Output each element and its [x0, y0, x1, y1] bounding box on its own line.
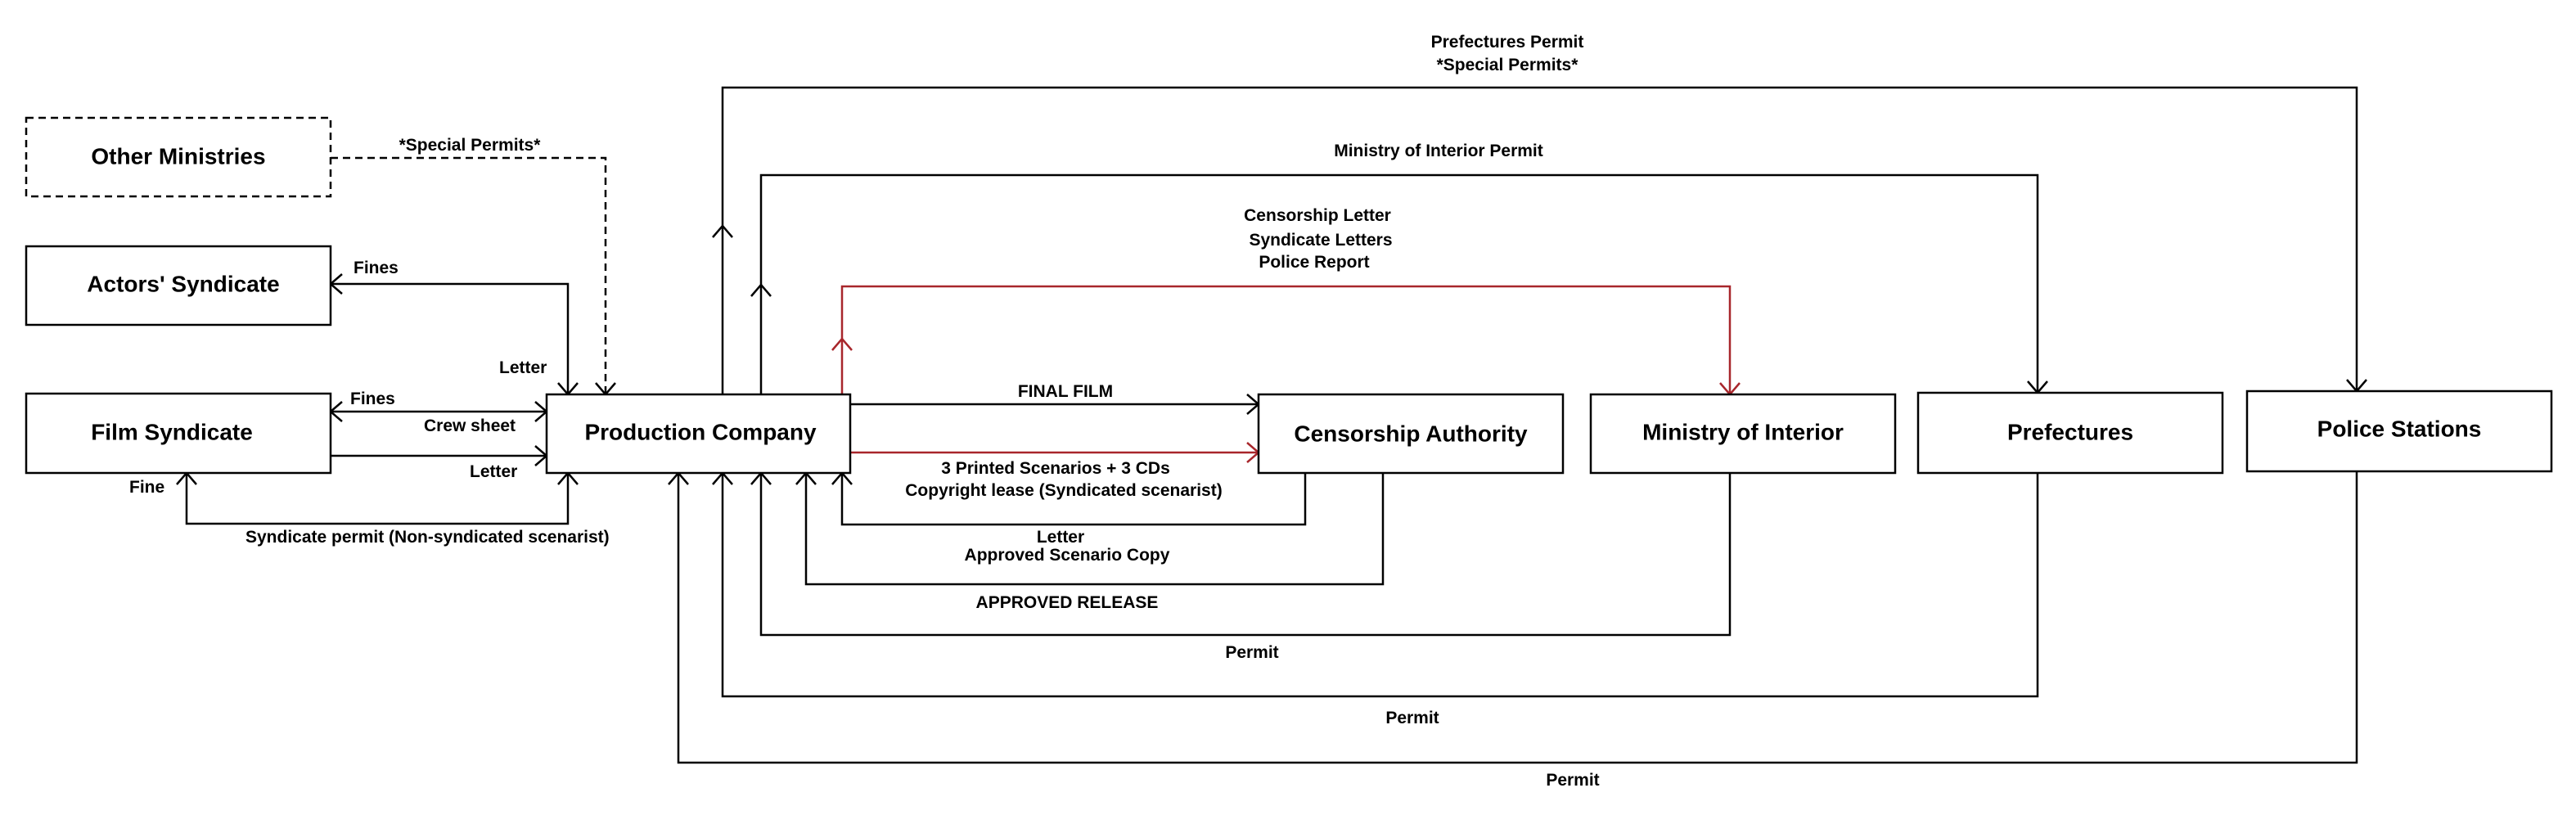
node-label: Police Stations — [2317, 416, 2482, 441]
label-fine: Fine — [129, 478, 164, 497]
node-film-syndicate[interactable]: Film Syndicate — [25, 392, 332, 475]
edge-ministry-interior-permit — [759, 173, 2039, 394]
label-approved-scenario-copy: Approved Scenario Copy — [965, 546, 1170, 565]
label-approved-release: APPROVED RELEASE — [976, 593, 1159, 612]
node-actors-syndicate[interactable]: Actors' Syndicate — [25, 245, 332, 326]
edge-prefectures-permit-return — [721, 473, 2039, 698]
node-label: Film Syndicate — [91, 419, 253, 444]
edge-labels: Prefectures Permit *Special Permits* Min… — [129, 33, 1600, 790]
label-ministry-interior-permit: Ministry of Interior Permit — [1334, 142, 1543, 160]
edge-interior-permit-return — [759, 473, 1732, 637]
node-censorship-authority[interactable]: Censorship Authority — [1257, 393, 1565, 475]
node-ministry-of-interior[interactable]: Ministry of Interior — [1589, 393, 1897, 475]
label-permit-police: Permit — [1546, 771, 1599, 790]
edge-prefectures-special-permit — [721, 86, 2358, 394]
label-syndicate-permit: Syndicate permit (Non-syndicated scenari… — [245, 528, 610, 547]
label-censorship-letter: Censorship Letter — [1244, 206, 1391, 225]
node-label: Production Company — [584, 419, 817, 444]
edge-censorship-letter-approved-scenario — [840, 473, 1307, 526]
node-production-company[interactable]: Production Company — [545, 393, 852, 475]
label-printed-scenarios: 3 Printed Scenarios + 3 CDs — [941, 459, 1170, 478]
label-prefectures-permit: Prefectures Permit — [1431, 33, 1584, 52]
label-film-fines: Fines — [350, 389, 395, 408]
edge-police-permit-return — [677, 471, 2358, 764]
label-permit-prefectures: Permit — [1385, 709, 1439, 727]
node-other-ministries[interactable]: Other Ministries — [25, 116, 332, 198]
label-actors-letter: Letter — [499, 358, 547, 377]
node-label: Actors' Syndicate — [87, 271, 279, 296]
label-other-special-permits: *Special Permits* — [399, 136, 542, 155]
label-syndicate-letters: Syndicate Letters — [1249, 231, 1392, 250]
label-film-letter: Letter — [470, 462, 517, 481]
edge-actors-syndicate-fines-letter — [331, 282, 570, 394]
edge-syndicate-permit — [185, 473, 570, 525]
node-police-stations[interactable]: Police Stations — [2245, 389, 2553, 473]
label-final-film: FINAL FILM — [1018, 382, 1113, 401]
arrowhead — [712, 224, 733, 238]
label-prefectures-special: *Special Permits* — [1437, 56, 1579, 74]
label-copyright-lease: Copyright lease (Syndicated scenarist) — [905, 481, 1222, 500]
label-permit-interior: Permit — [1225, 643, 1278, 662]
node-label: Censorship Authority — [1294, 421, 1528, 446]
edge-approved-release — [804, 473, 1385, 586]
node-prefectures[interactable]: Prefectures — [1916, 391, 2224, 475]
edge-censorship-syndicate-police-docs — [840, 285, 1732, 394]
node-label: Other Ministries — [91, 143, 265, 169]
edge-other-ministries-special-permits — [331, 156, 607, 394]
arrowhead — [750, 283, 772, 297]
label-police-report: Police Report — [1259, 253, 1369, 272]
arrowhead-red — [831, 337, 853, 351]
label-actors-fines: Fines — [354, 259, 399, 277]
node-label: Prefectures — [2007, 419, 2133, 444]
label-crew-sheet: Crew sheet — [424, 417, 516, 435]
node-label: Ministry of Interior — [1642, 419, 1844, 444]
label-censor-letter: Letter — [1037, 528, 1084, 547]
